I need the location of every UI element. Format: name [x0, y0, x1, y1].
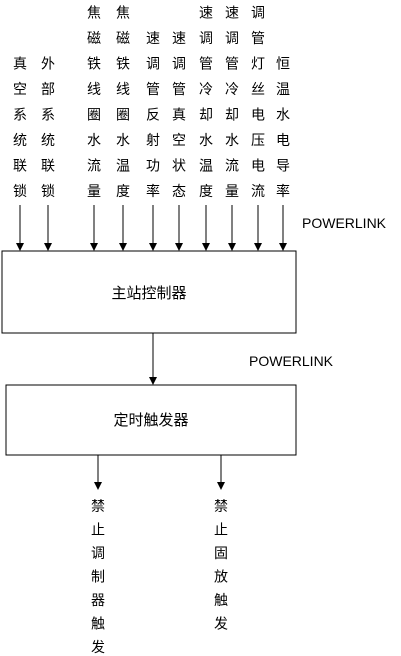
input-signals: 真空系统联锁外部系统联锁聚焦磁铁线圈水流量聚焦磁铁线圈水温度速调管反射功率速调管…: [13, 0, 290, 201]
output-signals: 禁止调制器触发 禁止固放触发: [91, 455, 228, 656]
input-label-klystron-cooling-water-temp: 速调管冷却水温度: [199, 6, 213, 201]
input-label-focus-coil-water-flow: 聚焦磁铁线圈水流量: [87, 0, 101, 200]
input-label-constant-temp-water-conductivity: 恒温水电导率: [276, 57, 290, 201]
master-controller-label: 主站控制器: [111, 284, 186, 302]
output-label-inhibit-modulator-trigger: 禁止调制器触发: [91, 499, 105, 656]
input-label-klystron-filament-voltage-current: 速调管灯丝电压电流: [251, 0, 265, 200]
input-label-klystron-reflected-power: 速调管反射功率: [146, 31, 160, 200]
output-label-inhibit-solid-state-amp-trigger: 禁止固放触发: [214, 499, 228, 633]
timing-trigger-label: 定时触发器: [113, 411, 188, 429]
master-controller-box: [1, 250, 297, 334]
powerlink-label-middle: POWERLINK: [249, 353, 334, 369]
input-label-focus-coil-water-temp: 聚焦磁铁线圈水温度: [116, 0, 130, 200]
input-label-klystron-vacuum-state: 速调管真空状态: [172, 31, 186, 200]
input-label-external-system-interlock: 外部系统联锁: [41, 57, 55, 201]
powerlink-label-top: POWERLINK: [302, 215, 387, 231]
input-arrows: [16, 205, 287, 251]
input-label-klystron-cooling-water-flow: 速调管冷却水流量: [225, 6, 239, 201]
input-label-vacuum-system-interlock: 真空系统联锁: [13, 57, 27, 201]
timing-trigger-box: [5, 384, 297, 456]
